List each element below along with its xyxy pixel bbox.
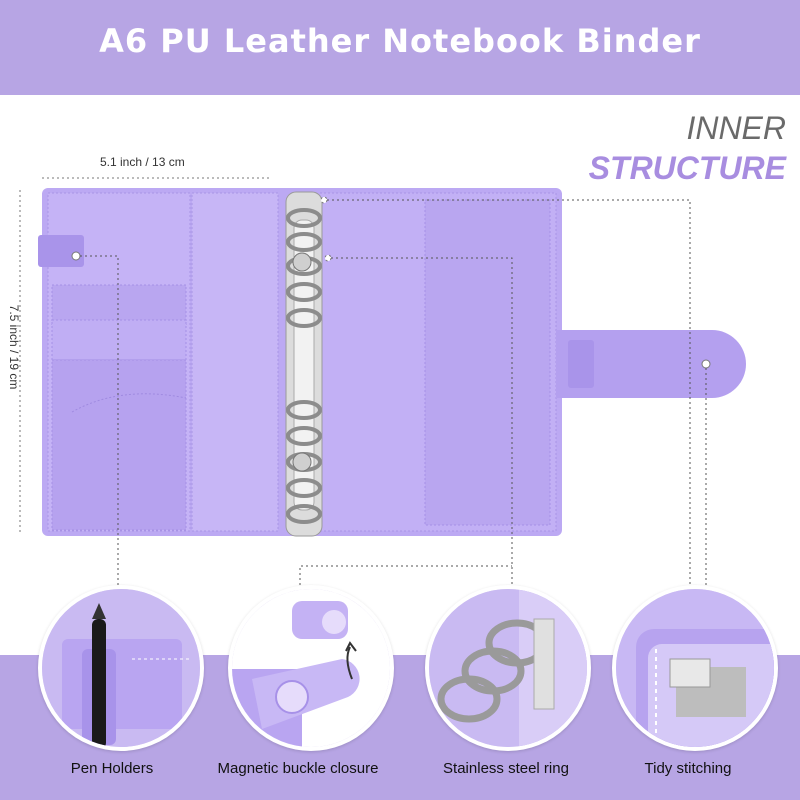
pen-holder-icon — [42, 589, 200, 747]
steel-ring-icon — [429, 589, 587, 747]
width-dimension-label: 5.1 inch / 13 cm — [100, 155, 185, 169]
closure-strap — [556, 330, 746, 398]
structure-label: STRUCTURE — [588, 150, 786, 186]
callout-lines — [80, 196, 707, 590]
stitching-circle — [612, 585, 778, 751]
magnetic-buckle-circle — [228, 585, 394, 751]
feature-caption-stitching: Tidy stitching — [644, 760, 732, 777]
page-title: A6 PU Leather Notebook Binder — [99, 22, 701, 60]
steel-ring-circle — [425, 585, 591, 751]
pen-holder-circle — [38, 585, 204, 751]
pen-loop — [38, 235, 84, 267]
rings — [286, 208, 322, 524]
feature-caption-magnetic-buckle: Magnetic buckle closure — [217, 760, 379, 777]
feature-caption-pen-holders: Pen Holders — [70, 760, 154, 777]
pocket — [51, 359, 187, 531]
stitching-icon — [616, 589, 774, 747]
card-slot-2 — [51, 319, 187, 361]
inner-label: INNER — [686, 110, 786, 146]
feature-caption-steel-ring: Stainless steel ring — [443, 760, 569, 777]
card-slot-1 — [51, 284, 187, 326]
magnetic-buckle-icon — [232, 589, 390, 747]
header-banner: A6 PU Leather Notebook Binder — [0, 0, 800, 95]
